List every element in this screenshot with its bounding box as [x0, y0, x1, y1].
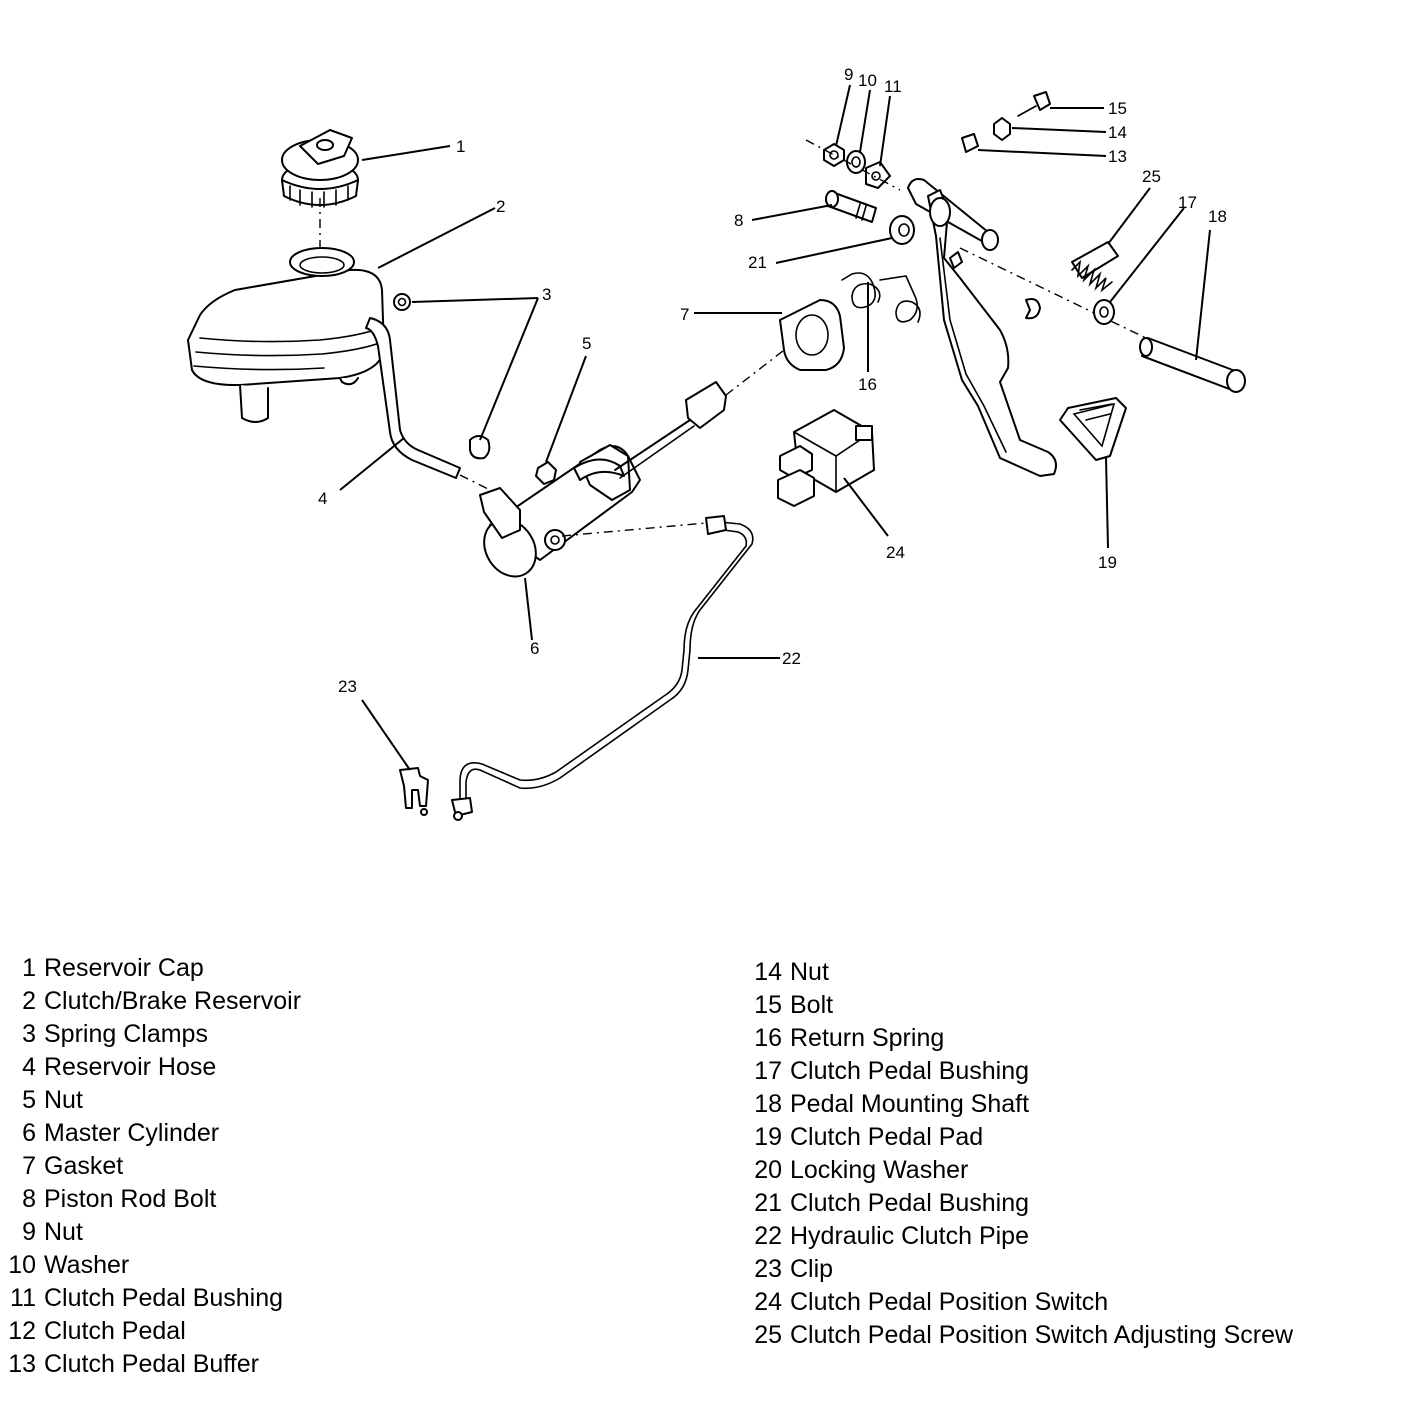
clutch-pedal [907, 178, 1057, 477]
callout-22: 22 [782, 649, 801, 668]
pivot-axis-line-left [805, 139, 901, 191]
callout-labels: 1 2 3 4 5 6 7 8 9 10 11 13 14 15 16 17 1… [318, 65, 1227, 696]
callout-1: 1 [456, 137, 465, 156]
bushing-21 [889, 215, 915, 245]
hose-axis-line [459, 474, 491, 491]
bushing-17 [1093, 299, 1115, 325]
clutch-pedal-buffer [961, 133, 979, 153]
callout-15: 15 [1108, 99, 1127, 118]
leader-lines [339, 84, 1211, 771]
pipe-clip [399, 767, 429, 816]
callout-21: 21 [748, 253, 767, 272]
callout-16: 16 [858, 375, 877, 394]
master-cylinder-pushrod [614, 381, 727, 479]
piston-rod-bolt [825, 190, 877, 223]
callout-3: 3 [542, 285, 551, 304]
adjusting-bolt-15 [1017, 91, 1051, 117]
return-spring [841, 272, 921, 323]
adjusting-screw-spring [1071, 241, 1119, 293]
master-cylinder-nut [535, 461, 557, 485]
clutch-pedal-pad [1059, 397, 1127, 461]
callout-2: 2 [496, 197, 505, 216]
master-cylinder [479, 444, 641, 578]
adjusting-nut-14 [993, 117, 1011, 141]
callout-13: 13 [1108, 147, 1127, 166]
spring-clamp-upper [393, 293, 411, 311]
callout-7: 7 [680, 305, 689, 324]
callout-4: 4 [318, 489, 327, 508]
clutch-brake-reservoir [187, 247, 385, 423]
spring-clamp-lower [469, 435, 491, 460]
pedal-mounting-shaft [1139, 337, 1246, 393]
reservoir-cap [281, 129, 359, 208]
callout-18: 18 [1208, 207, 1227, 226]
hydraulic-clutch-pipe [451, 515, 754, 821]
bushing-11 [865, 161, 891, 189]
callout-6: 6 [530, 639, 539, 658]
callout-5: 5 [582, 334, 591, 353]
pipe-axis-line [561, 522, 707, 537]
clutch-pedal-position-switch [777, 409, 875, 507]
nut-9 [823, 143, 845, 167]
callout-19: 19 [1098, 553, 1117, 572]
callout-8: 8 [734, 211, 743, 230]
reservoir-hose [365, 317, 461, 479]
locking-washer [1025, 298, 1041, 320]
callout-23: 23 [338, 677, 357, 696]
callout-11: 11 [884, 77, 902, 96]
gasket [779, 299, 845, 371]
clutch-hydraulic-diagram: 1 2 3 4 5 6 7 8 9 10 11 13 14 15 16 17 1… [187, 65, 1246, 821]
callout-14: 14 [1108, 123, 1127, 142]
callout-10: 10 [858, 71, 877, 90]
callout-25: 25 [1142, 167, 1161, 186]
callout-24: 24 [886, 543, 905, 562]
callout-17: 17 [1178, 193, 1197, 212]
callout-9: 9 [844, 65, 853, 84]
pivot-axis-line-right [959, 247, 1151, 341]
